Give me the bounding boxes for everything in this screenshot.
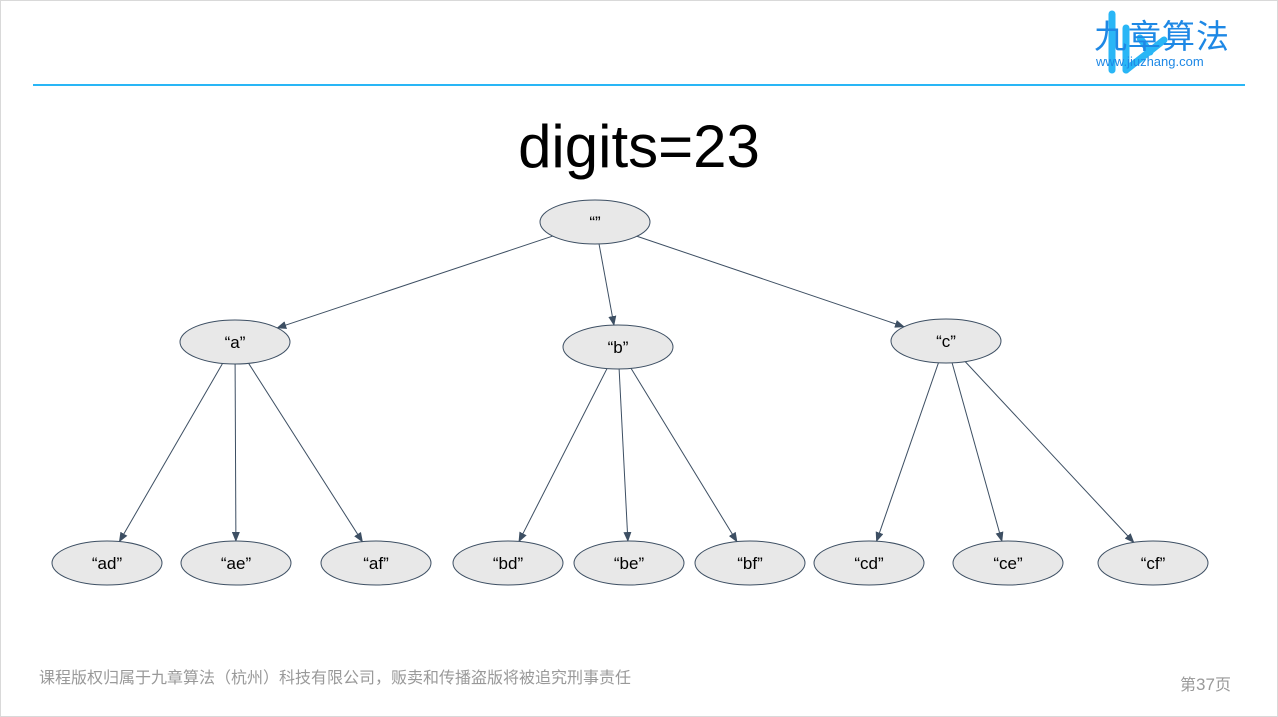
logo-url: www.jiuzhang.com xyxy=(1096,54,1204,69)
node-ellipse xyxy=(573,540,685,586)
node-label: “bf” xyxy=(737,554,763,573)
copyright-notice: 课程版权归属于九章算法（杭州）科技有限公司，贩卖和传播盗版将被追究刑事责任 xyxy=(39,668,632,687)
node-ellipse xyxy=(179,319,291,365)
node-label: “ad” xyxy=(92,554,123,573)
edge-b-bf xyxy=(630,368,738,543)
tree-node-b: “b” xyxy=(562,324,674,370)
edge-root-a xyxy=(276,235,553,329)
edge-a-ae xyxy=(231,363,240,543)
tree-node-cf: “cf” xyxy=(1097,540,1209,586)
page-prefix: 第 xyxy=(1180,675,1197,694)
node-ellipse xyxy=(562,324,674,370)
node-label: “af” xyxy=(363,554,389,573)
node-label: “cf” xyxy=(1141,554,1166,573)
node-label: “cd” xyxy=(854,554,884,573)
page-suffix: 页 xyxy=(1214,675,1231,694)
page-number-value: 37 xyxy=(1196,675,1215,694)
node-ellipse xyxy=(890,318,1002,364)
node-ellipse xyxy=(952,540,1064,586)
edge-c-cf xyxy=(964,361,1135,544)
edge-b-be xyxy=(618,368,632,543)
edge-c-ce xyxy=(951,362,1004,543)
edge-c-cd xyxy=(875,362,939,543)
tree-nodes: “” “a” “ad” “ae” “af” “b” “bd” “be” “bf” “c” “cd” “… xyxy=(51,199,1209,586)
tree-node-ad: “ad” xyxy=(51,540,163,586)
edge-b-bd xyxy=(518,368,608,543)
tree-node-af: “af” xyxy=(320,540,432,586)
node-ellipse xyxy=(51,540,163,586)
edge-a-ad xyxy=(118,363,224,543)
node-label: “b” xyxy=(608,338,629,357)
page-number: 第37页 xyxy=(1180,671,1231,695)
jiuzhang-logo-icon xyxy=(1108,10,1168,74)
node-ellipse xyxy=(694,540,806,586)
edge-a-af xyxy=(248,363,363,543)
tree-node-a: “a” xyxy=(179,319,291,365)
node-label: “” xyxy=(589,213,601,232)
edge-root-c xyxy=(636,235,905,328)
edge-root-b xyxy=(598,243,617,327)
tree-node-be: “be” xyxy=(573,540,685,586)
tree-node-ae: “ae” xyxy=(180,540,292,586)
node-ellipse xyxy=(452,540,564,586)
node-ellipse xyxy=(1097,540,1209,586)
tree-node-bf: “bf” xyxy=(694,540,806,586)
node-label: “bd” xyxy=(493,554,524,573)
node-ellipse xyxy=(813,540,925,586)
node-label: “ae” xyxy=(221,554,252,573)
node-ellipse xyxy=(180,540,292,586)
tree-node-cd: “cd” xyxy=(813,540,925,586)
header-divider xyxy=(33,84,1245,86)
tree-node-c: “c” xyxy=(890,318,1002,364)
tree-node-ce: “ce” xyxy=(952,540,1064,586)
node-label: “c” xyxy=(936,332,956,351)
tree-node-bd: “bd” xyxy=(452,540,564,586)
logo-text: 九章算法 xyxy=(1094,17,1230,56)
node-label: “a” xyxy=(225,333,246,352)
tree-node-root: “” xyxy=(539,199,651,245)
node-label: “ce” xyxy=(993,554,1023,573)
slide-title: digits=23 xyxy=(518,113,760,180)
node-ellipse xyxy=(539,199,651,245)
node-label: “be” xyxy=(614,554,645,573)
node-ellipse xyxy=(320,540,432,586)
tree-edges xyxy=(118,235,1135,544)
